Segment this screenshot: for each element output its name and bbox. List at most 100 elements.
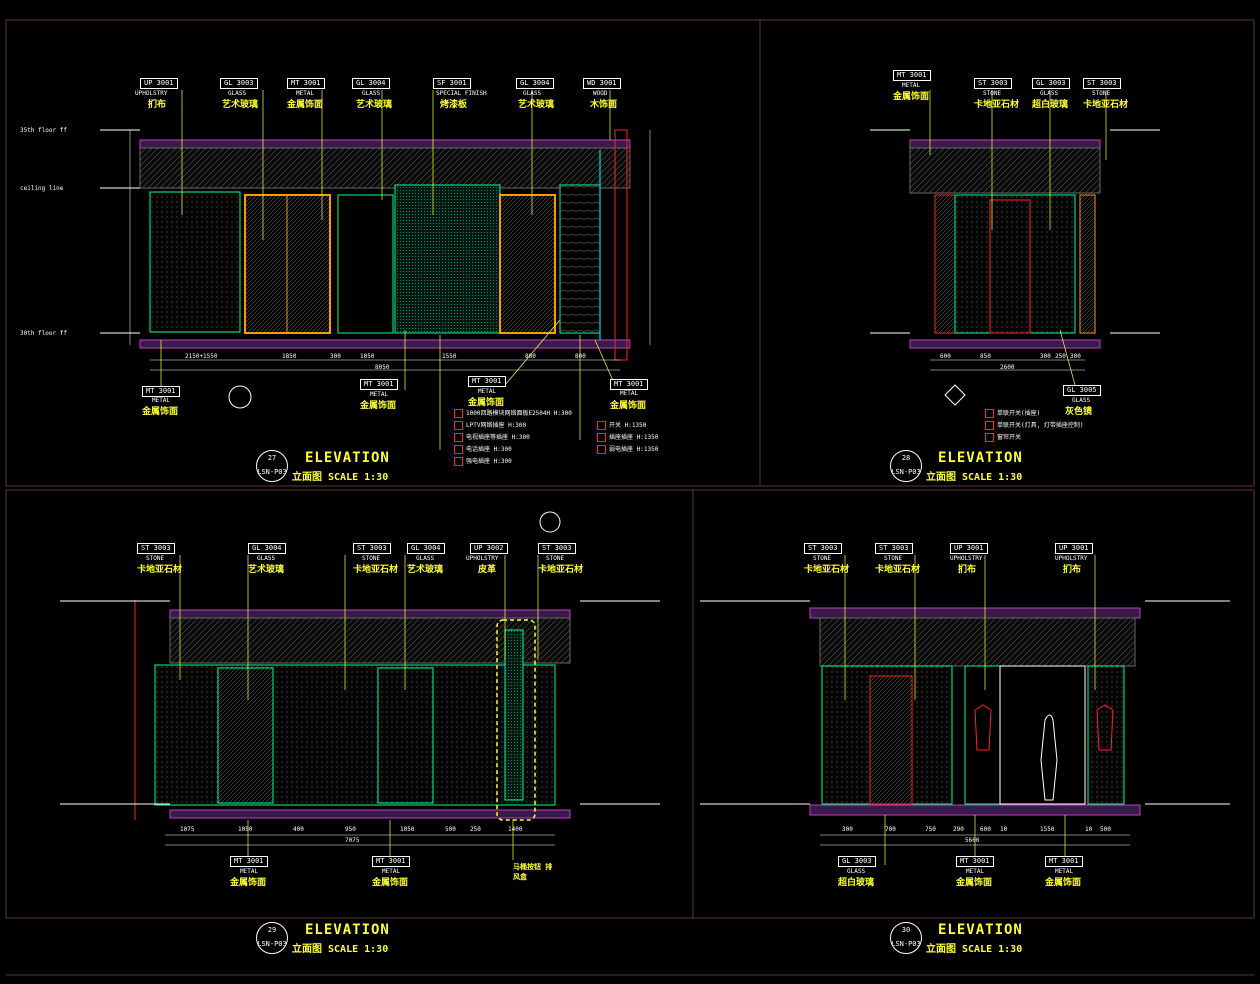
material-cn: 卡地亚石材 [804, 565, 850, 575]
material-cn: 艺术玻璃 [518, 100, 555, 110]
material-en: GLASS [523, 90, 542, 97]
material-tag[interactable]: MT 3001 [468, 376, 506, 387]
elevation-subtitle: 立面图 SCALE 1:30 [292, 944, 389, 955]
material-en: STONE [362, 555, 381, 562]
material-cn: 金属饰面 [610, 401, 647, 411]
material-en: UPHOLSTRY [950, 555, 983, 562]
material-cn: 烤漆板 [440, 100, 468, 110]
material-en: SPECIAL FINISH [436, 90, 487, 97]
material-cn: 灰色镜 [1065, 407, 1093, 417]
legend-item: 单联开关(灯具, 灯带插座控制) [985, 420, 1083, 430]
dim-label: 300 [1040, 353, 1051, 360]
dim-label: 800 [525, 353, 536, 360]
material-cn: 艺术玻璃 [356, 100, 393, 110]
material-tag[interactable]: MT 3001 [1045, 856, 1083, 867]
dim-label: 290 [953, 826, 964, 833]
dim-label: 1050 [360, 353, 375, 360]
material-tag[interactable]: WD 3001 [583, 78, 621, 89]
material-tag[interactable]: GL 3004 [248, 543, 286, 554]
material-cn: 超白玻璃 [838, 878, 875, 888]
dim-label: 600 [980, 826, 991, 833]
material-tag[interactable]: MT 3001 [360, 379, 398, 390]
material-tag[interactable]: SF 3001 [433, 78, 471, 89]
material-tag[interactable]: ST 3003 [353, 543, 391, 554]
material-tag[interactable]: GL 3003 [838, 856, 876, 867]
legend-item: 单联开关(插座) [985, 408, 1040, 418]
legend-item: 开关 H:1350 [597, 420, 646, 430]
material-cn: 皮革 [478, 565, 497, 575]
legend-item: 强电插座 H:300 [454, 456, 512, 466]
material-tag[interactable]: GL 3003 [220, 78, 258, 89]
material-en: METAL [152, 397, 171, 404]
material-en: UPHOLSTRY [135, 90, 168, 97]
material-en: STONE [146, 555, 165, 562]
material-tag[interactable]: ST 3003 [875, 543, 913, 554]
legend-item: 窗帘开关 [985, 432, 1021, 442]
material-tag[interactable]: UP 3001 [1055, 543, 1093, 554]
elevation-27-drawing [100, 90, 651, 450]
dim-label: 300 [1070, 353, 1081, 360]
material-cn: 卡地亚石材 [538, 565, 584, 575]
dim-label: 700 [885, 826, 896, 833]
material-tag[interactable]: GL 3004 [352, 78, 390, 89]
material-tag[interactable]: GL 3005 [1063, 385, 1101, 396]
material-tag[interactable]: UP 3002 [470, 543, 508, 554]
material-en: METAL [240, 868, 259, 875]
material-en: GLASS [847, 868, 866, 875]
material-cn: 金属饰面 [287, 100, 324, 110]
material-tag[interactable]: ST 3003 [538, 543, 576, 554]
material-en: GLASS [416, 555, 435, 562]
dim-label: 10 [1085, 826, 1093, 833]
material-tag[interactable]: MT 3001 [893, 70, 931, 81]
dim-label: 1075 [180, 826, 195, 833]
material-en: METAL [478, 388, 497, 395]
material-en: METAL [966, 868, 985, 875]
dim-total: 8050 [375, 364, 390, 371]
dim-label: 250 [470, 826, 481, 833]
material-tag[interactable]: MT 3001 [956, 856, 994, 867]
elevation-subtitle: 立面图 SCALE 1:30 [926, 944, 1023, 955]
material-cn: 卡地亚石材 [137, 565, 183, 575]
legend-item: 插座插座 H:1350 [597, 432, 658, 442]
dim-label: 500 [445, 826, 456, 833]
note-label: 马桶按钮 排风盒 [513, 863, 553, 881]
legend-item: 电话插座 H:300 [454, 444, 512, 454]
material-tag[interactable]: ST 3003 [1083, 78, 1121, 89]
material-tag[interactable]: GL 3003 [1032, 78, 1070, 89]
dim-label: 950 [345, 826, 356, 833]
material-en: STONE [884, 555, 903, 562]
material-cn: 扪布 [1063, 565, 1082, 575]
elevation-29-drawing [60, 511, 660, 865]
material-tag[interactable]: MT 3001 [372, 856, 410, 867]
material-en: METAL [1055, 868, 1074, 875]
material-tag[interactable]: UP 3001 [950, 543, 988, 554]
material-tag[interactable]: MT 3001 [142, 386, 180, 397]
material-en: GLASS [228, 90, 247, 97]
dim-label: 1550 [1040, 826, 1055, 833]
material-tag[interactable]: ST 3003 [137, 543, 175, 554]
material-cn: 艺术玻璃 [248, 565, 285, 575]
material-tag[interactable]: GL 3004 [516, 78, 554, 89]
material-tag[interactable]: ST 3003 [974, 78, 1012, 89]
material-tag[interactable]: MT 3001 [230, 856, 268, 867]
material-cn: 木饰面 [590, 100, 618, 110]
material-en: STONE [546, 555, 565, 562]
material-tag[interactable]: UP 3001 [140, 78, 178, 89]
material-tag[interactable]: ST 3003 [804, 543, 842, 554]
material-tag[interactable]: GL 3004 [407, 543, 445, 554]
material-tag[interactable]: MT 3001 [287, 78, 325, 89]
elevation-title: ELEVATION [305, 450, 390, 466]
material-en: STONE [1092, 90, 1111, 97]
material-tag[interactable]: MT 3001 [610, 379, 648, 390]
elevation-28-drawing [870, 90, 1160, 406]
material-en: GLASS [257, 555, 276, 562]
dim-label: 1550 [442, 353, 457, 360]
level-label: 30th floor ff [20, 330, 67, 337]
material-cn: 金属饰面 [468, 398, 505, 408]
material-en: STONE [983, 90, 1002, 97]
